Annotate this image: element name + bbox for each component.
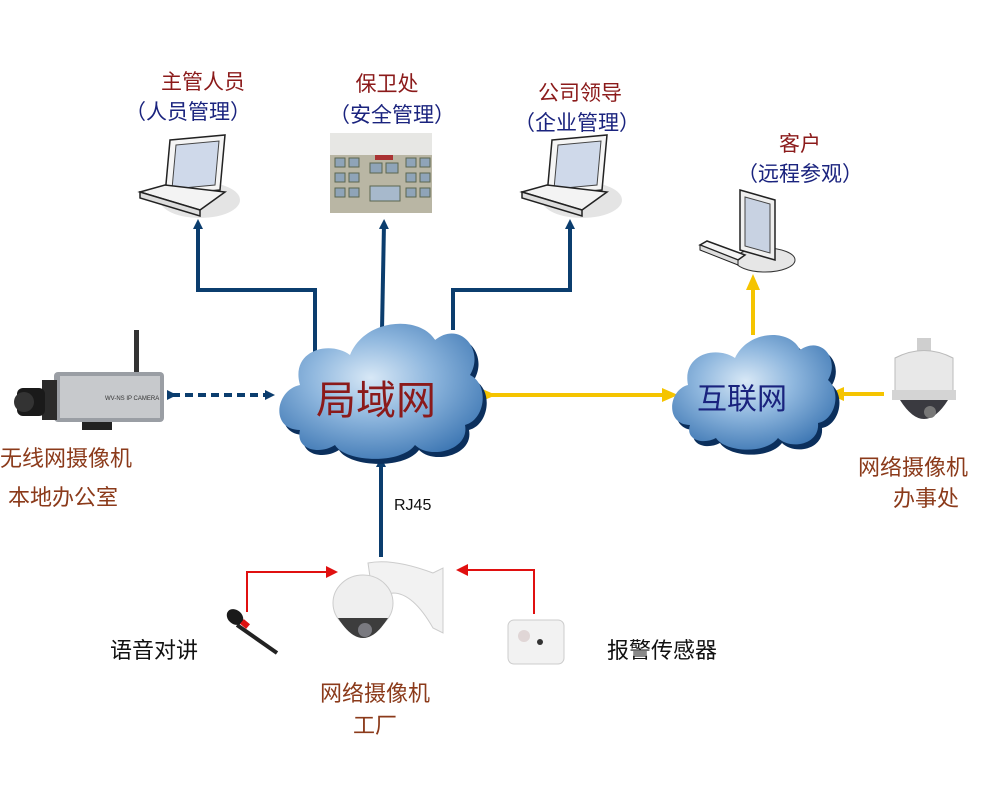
lan-label: 局域网 [316, 378, 436, 424]
dome-camera-icon [892, 338, 956, 419]
link-lan-leadership [451, 219, 575, 330]
alarm-sensor-icon [507, 619, 565, 665]
desktop-pc-icon [698, 189, 796, 273]
security-title: 保卫处 [355, 72, 419, 96]
factory-camera-title: 网络摄像机 [319, 682, 430, 707]
link-intercom-factorycam [246, 566, 338, 612]
alarm-sensor-label: 报警传感器 [607, 639, 718, 664]
internet-cloud-icon [672, 335, 840, 455]
customer-subtitle: （远程参观） [737, 162, 863, 186]
wireless-camera-title: 无线网摄像机 [0, 447, 133, 472]
rj45-label: RJ45 [394, 497, 432, 514]
supervisor-title: 主管人员 [161, 70, 245, 94]
leadership-title: 公司领导 [538, 81, 622, 105]
customer-title: 客户 [779, 132, 821, 156]
link-lan-supervisor [193, 219, 317, 355]
link-sensor-factorycam [456, 564, 535, 614]
internet-label: 互联网 [697, 382, 787, 417]
intercom-label: 语音对讲 [110, 639, 199, 664]
microphone-icon [226, 609, 279, 655]
camera-brand-text: WV-NS IP CAMERA [105, 396, 159, 402]
office-camera-title: 网络摄像机 [858, 456, 969, 481]
lan-cloud-icon [279, 323, 487, 464]
monitor-wall-icon [330, 133, 432, 213]
office-camera-subtitle: 办事处 [893, 487, 960, 512]
laptop-icon-leadership [519, 134, 622, 218]
wireless-camera-subtitle: 本地办公室 [8, 486, 119, 511]
laptop-icon-supervisor [137, 134, 240, 218]
factory-camera-subtitle: 工厂 [352, 714, 397, 739]
leadership-subtitle: （企业管理） [514, 111, 640, 135]
supervisor-subtitle: （人员管理） [125, 100, 251, 124]
ptz-camera-icon [332, 561, 444, 638]
security-subtitle: （安全管理） [329, 103, 455, 127]
link-lan-security [378, 219, 389, 331]
box-camera-icon: WV-NS IP CAMERA [14, 330, 164, 430]
